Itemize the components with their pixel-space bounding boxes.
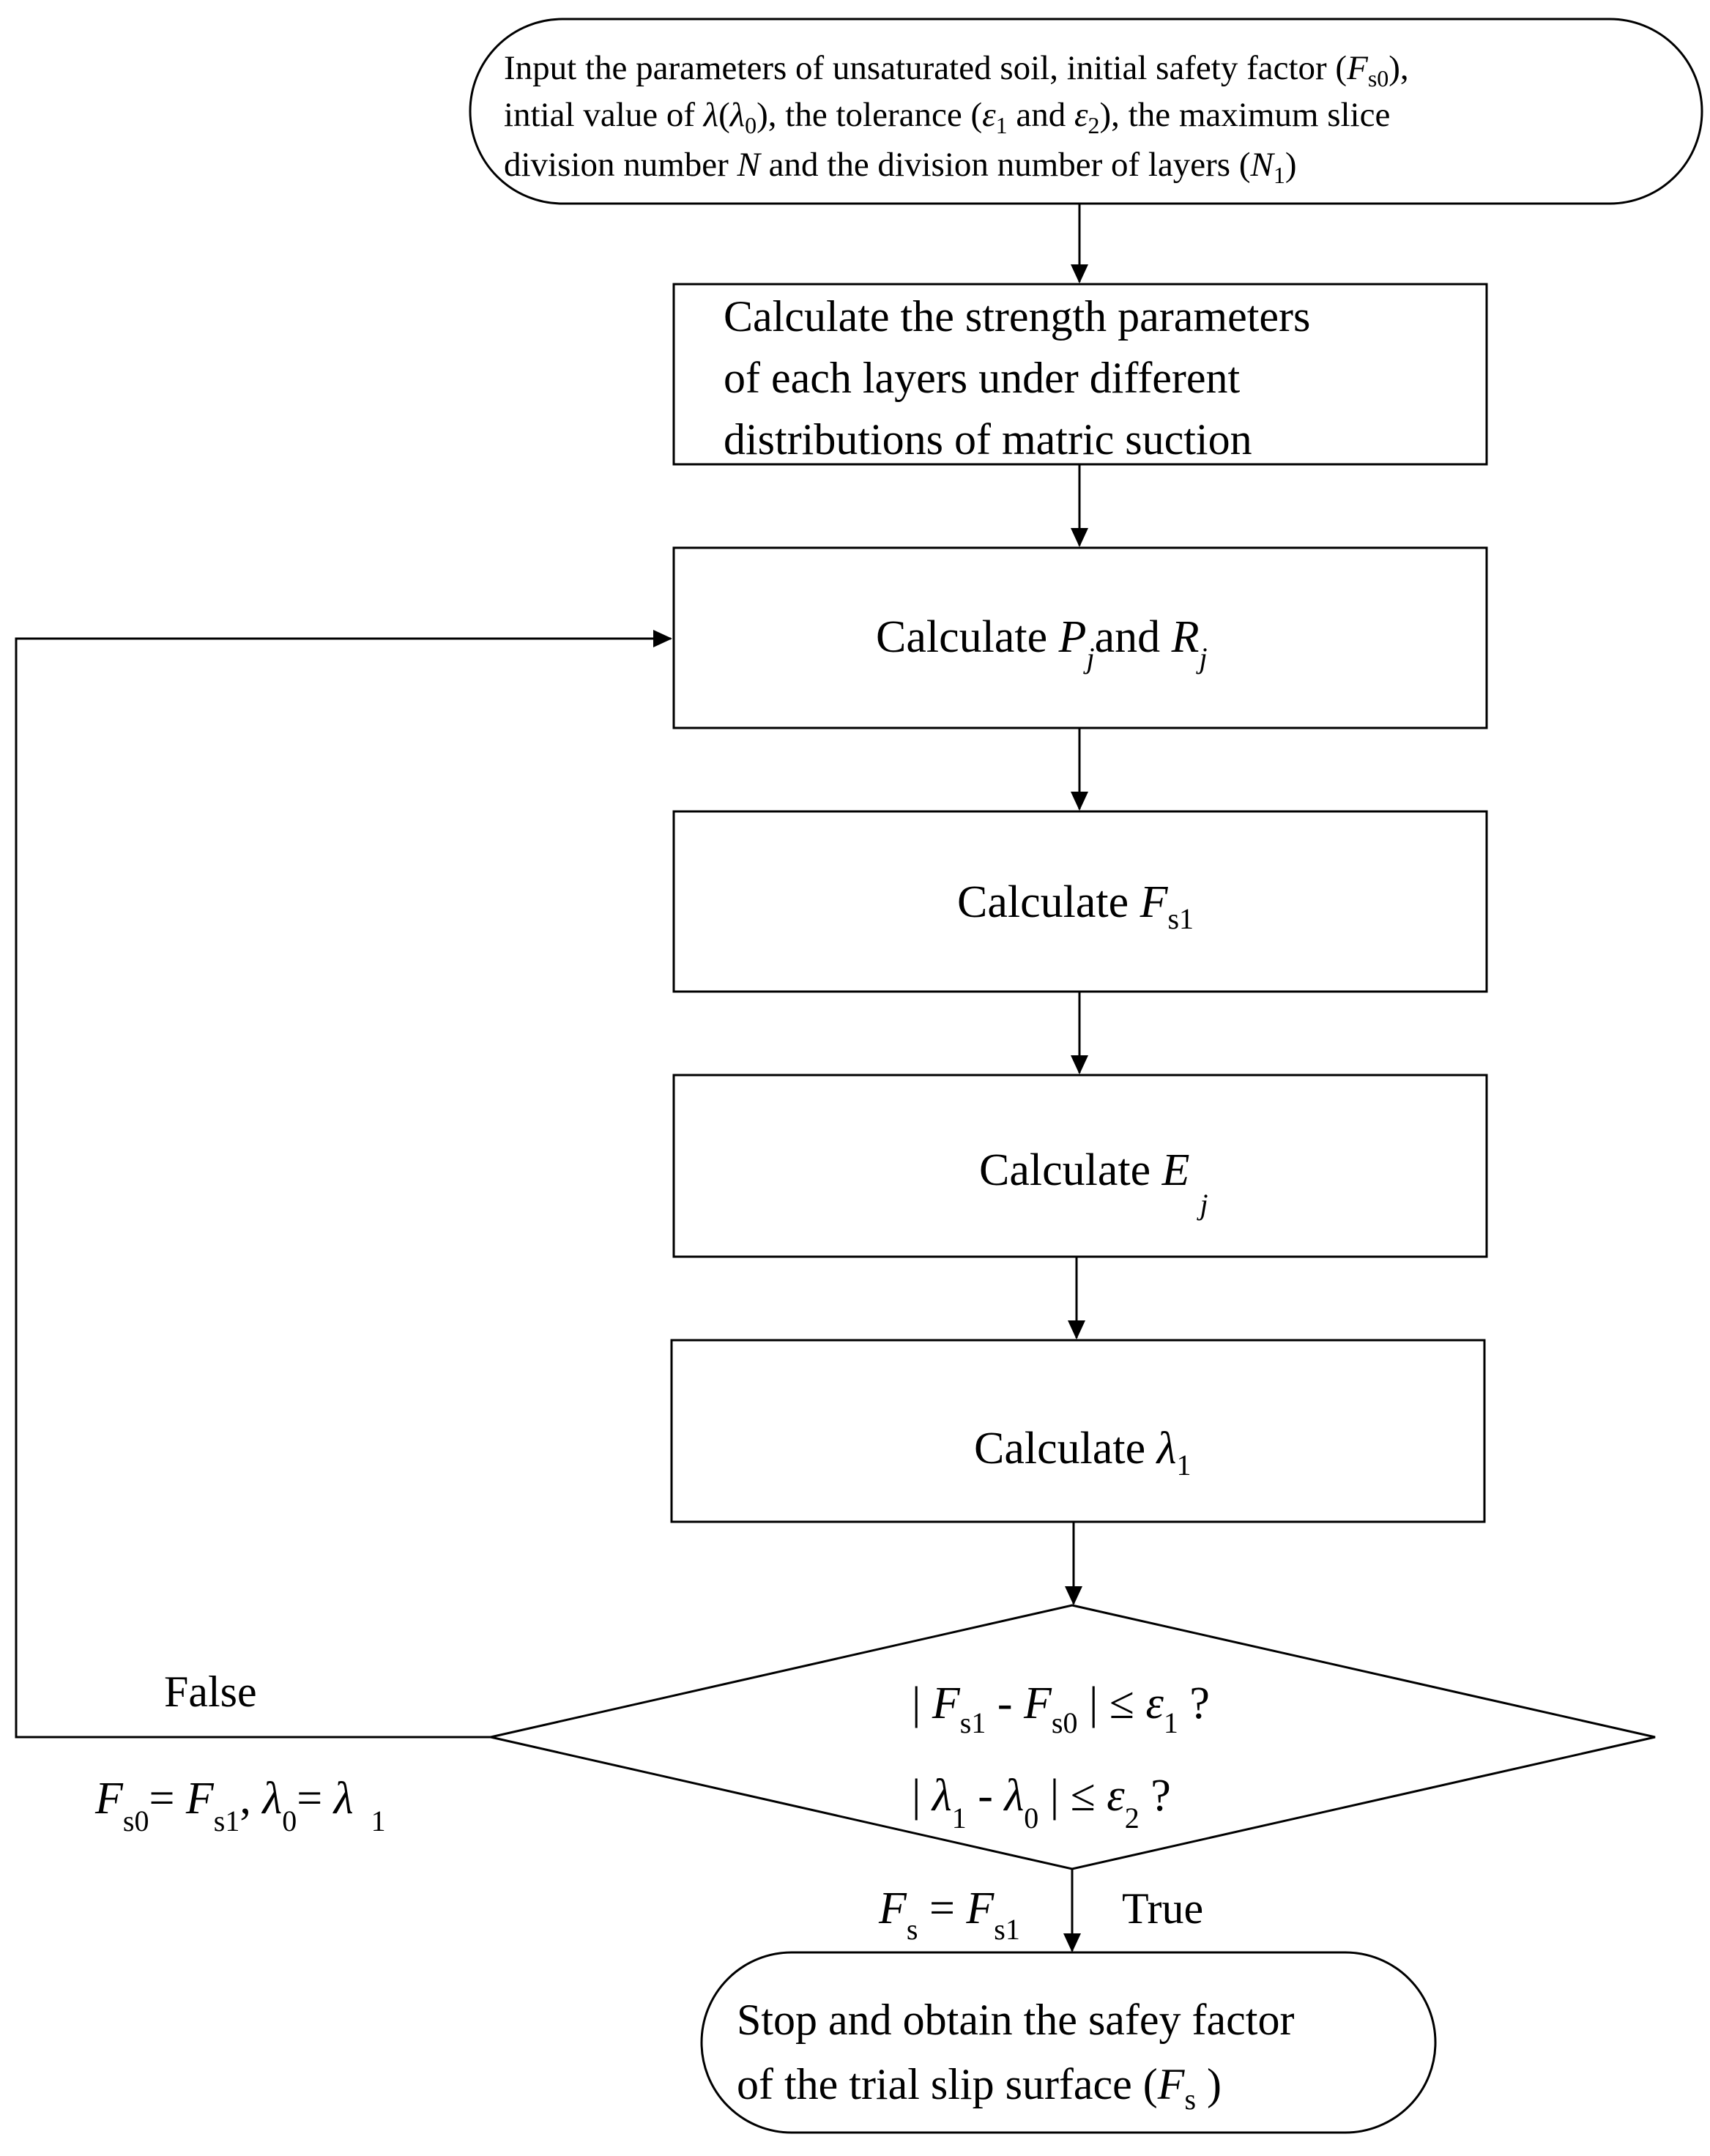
step-calculate-pj-rj: Calculate Pjand Rj: [672, 546, 1488, 729]
end-line-1: Stop and obtain the safey factor: [737, 1996, 1294, 2044]
step5-label: Calculate λ1: [974, 1424, 1191, 1482]
step4-box: [672, 1074, 1488, 1258]
step1-line-3: distributions of matric suction: [724, 415, 1252, 464]
step1-box: [672, 283, 1488, 466]
false-loop-connector: [15, 630, 672, 1739]
decision-convergence-check: | Fs1 - Fs0 | ≤ ε1 ? | λ1 - λ0 | ≤ ε2 ?: [490, 1604, 1656, 1870]
step-calculate-lambda1: Calculate λ1: [670, 1339, 1486, 1523]
start-terminator: Input the parameters of unsaturated soil…: [469, 18, 1703, 205]
start-line-2: intial value of λ(λ0), the tolerance (ε1…: [504, 96, 1390, 138]
step4-label: Calculate Ej: [979, 1145, 1208, 1221]
step1-line-2: of each layers under different: [724, 354, 1241, 402]
start-shape: [469, 18, 1703, 205]
step2-label: Calculate Pjand Rj: [876, 612, 1208, 674]
step1-line-1: Calculate the strength parameters: [724, 292, 1310, 341]
step-calculate-fs1: Calculate Fs1: [672, 810, 1488, 993]
true-assignment: Fs = Fs1: [878, 1884, 1020, 1946]
decision-line-1: | Fs1 - Fs0 | ≤ ε1 ?: [912, 1679, 1210, 1739]
true-label: True: [1122, 1884, 1203, 1933]
end-line-2: of the trial slip surface (Fs ): [737, 2060, 1222, 2116]
start-line-1: Input the parameters of unsaturated soil…: [504, 49, 1409, 92]
false-label: False: [164, 1668, 257, 1716]
step5-box: [670, 1339, 1486, 1523]
step3-box: [672, 810, 1488, 993]
step-calculate-ej: Calculate Ej: [672, 1074, 1488, 1258]
end-terminator: Stop and obtain the safey factor of the …: [700, 1951, 1437, 2134]
step3-label: Calculate Fs1: [957, 877, 1194, 935]
start-line-3: division number N and the division numbe…: [504, 146, 1297, 188]
step-strength-parameters: Calculate the strength parameters of eac…: [672, 283, 1488, 466]
end-shape: [700, 1951, 1437, 2134]
decision-line-2: | λ1 - λ0 | ≤ ε2 ?: [912, 1771, 1171, 1835]
